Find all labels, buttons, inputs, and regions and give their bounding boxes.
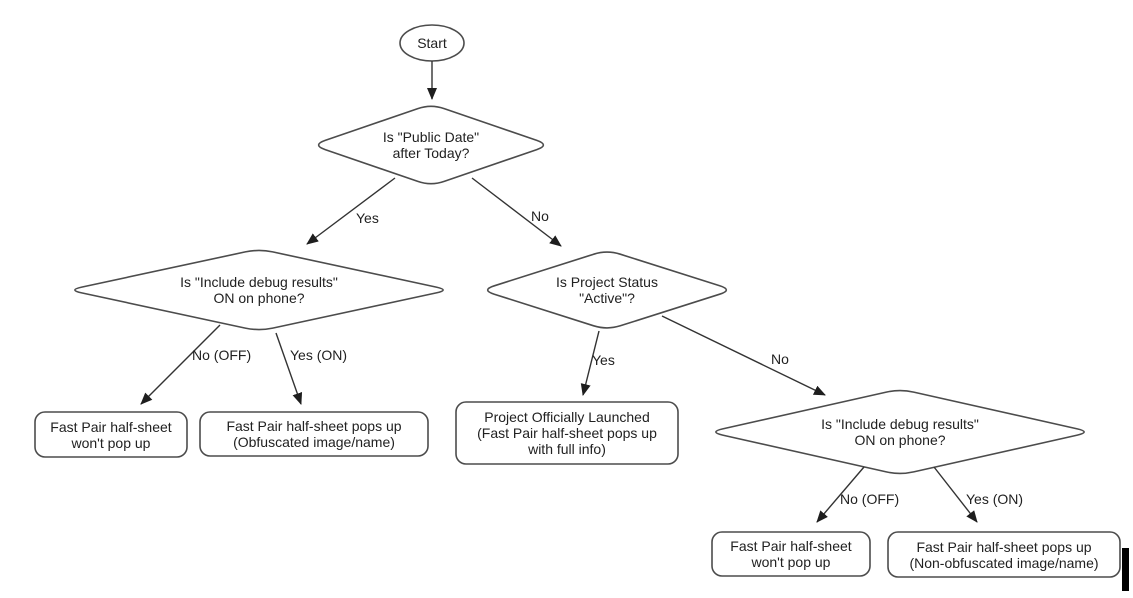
- edge-no-off-to-wont-popup-right: [816, 466, 865, 523]
- decision-debug-left: [74, 249, 444, 331]
- edge-yes-on-to-obfuscated: [275, 332, 303, 405]
- decision-debug-right: [715, 389, 1085, 475]
- edge-yes-to-launched: [580, 330, 600, 396]
- result-wont-popup-right: [711, 531, 871, 577]
- edge-no-to-debug-right: [661, 315, 826, 396]
- result-obfuscated: [199, 411, 429, 457]
- decision-project-status: [486, 251, 728, 329]
- edge-no-to-project-status: [471, 177, 562, 247]
- decision-public-date: [317, 105, 545, 185]
- result-launched: [455, 401, 679, 465]
- result-non-obfuscated: [887, 531, 1121, 578]
- edge-yes-on-to-non-obfuscated: [933, 466, 978, 523]
- start-node: [399, 24, 465, 62]
- edge-yes-to-debug-left: [306, 177, 396, 245]
- result-wont-popup-left: [34, 411, 188, 458]
- text-cursor-artifact: [1122, 548, 1129, 591]
- edge-no-off-to-wont-popup-left: [140, 324, 221, 405]
